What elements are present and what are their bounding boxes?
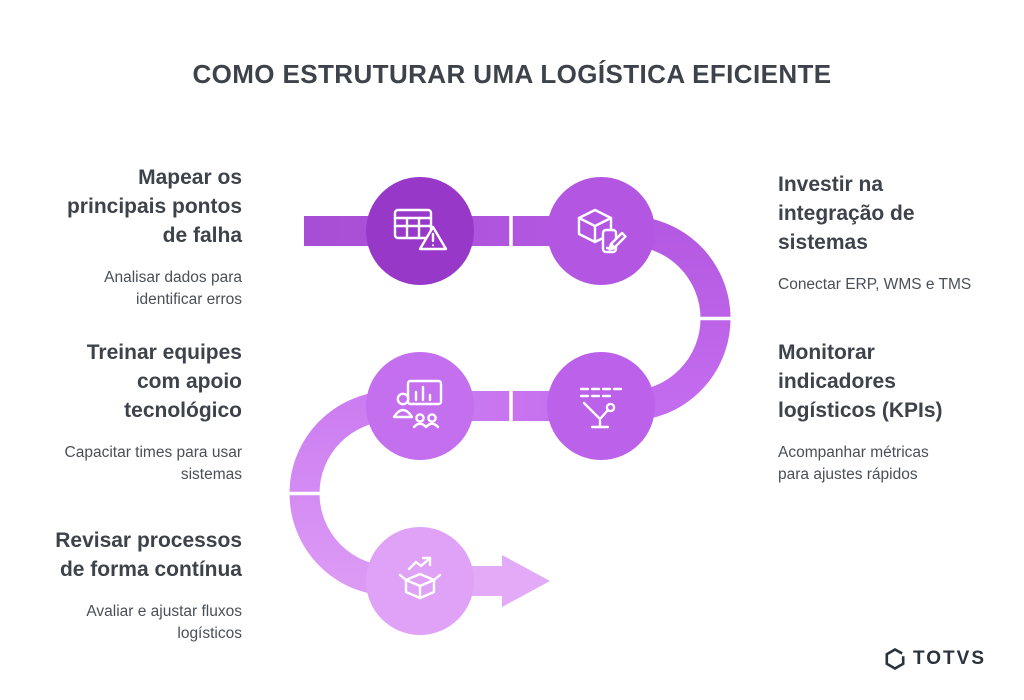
totvs-logo: TOTVS [884, 648, 986, 670]
step-node-4 [547, 352, 655, 460]
step-description: Acompanhar métricas para ajustes rápidos [778, 443, 929, 484]
kpi-chart-icon [579, 387, 623, 429]
totvs-logo-text: TOTVS [913, 648, 986, 669]
step-heading: Mapear os principais pontos de falha [66, 166, 242, 247]
segment-dividers [287, 214, 732, 496]
step-block-continuous-review: Revisar processos de forma contínua Aval… [18, 527, 242, 646]
step-block-systems-integration: Investir na integração de sistemas Conec… [778, 171, 1008, 296]
step-block-kpi-monitoring: Monitorar indicadores logísticos (KPIs) … [778, 339, 1008, 487]
step-heading: Investir na integração de sistemas [778, 173, 915, 254]
step-description: Capacitar times para usar sistemas [64, 443, 242, 484]
page-title: COMO ESTRUTURAR UMA LOGÍSTICA EFICIENTE [192, 59, 832, 89]
step-block-team-training: Treinar equipes com apoio tecnológico Ca… [18, 339, 242, 487]
arrow-head [502, 555, 550, 607]
open-box-growth-icon [398, 556, 442, 600]
trainer-presentation-icon [392, 379, 443, 429]
step-node-5 [366, 527, 474, 635]
step-heading: Treinar equipes com apoio tecnológico [86, 341, 242, 422]
table-alert-icon [393, 208, 448, 251]
box-edit-icon [577, 208, 627, 254]
step-heading: Revisar processos de forma contínua [55, 529, 242, 581]
step-heading: Monitorar indicadores logísticos (KPIs) [778, 341, 943, 422]
step-description: Analisar dados para identificar erros [104, 268, 242, 309]
step-description: Conectar ERP, WMS e TMS [778, 275, 972, 293]
step-node-2 [547, 177, 655, 285]
step-block-map-failures: Mapear os principais pontos de falha Ana… [18, 164, 242, 312]
totvs-logo-icon [885, 648, 905, 670]
step-node-3 [366, 352, 474, 460]
step-description: Avaliar e ajustar fluxos logísticos [86, 602, 242, 643]
